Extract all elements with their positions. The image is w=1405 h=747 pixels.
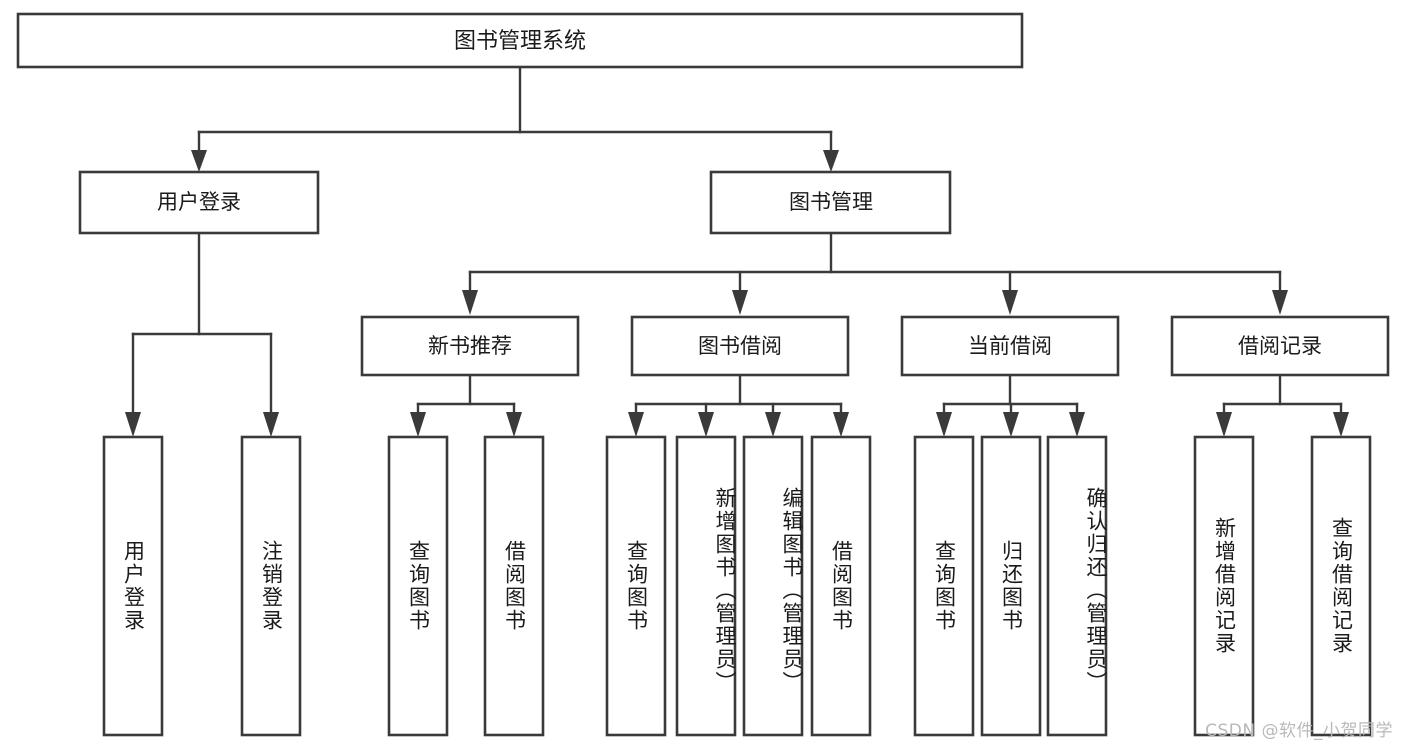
leaf-box-user-logout[interactable] bbox=[240, 435, 302, 737]
leaf-box-newbook-borrow-book[interactable] bbox=[483, 435, 545, 737]
node-current-borrow[interactable]: 当前借阅 bbox=[900, 315, 1120, 377]
connector-currentborrow-to-leaves bbox=[936, 373, 1085, 437]
node-book-management-label: 图书管理 bbox=[789, 190, 873, 214]
connector-root-to-level1 bbox=[191, 65, 839, 172]
node-borrow-record[interactable]: 借阅记录 bbox=[1170, 315, 1390, 377]
node-borrow-record-label: 借阅记录 bbox=[1238, 334, 1322, 358]
node-book-borrow-label: 图书借阅 bbox=[698, 334, 782, 358]
node-current-borrow-label: 当前借阅 bbox=[968, 334, 1052, 358]
node-book-borrow[interactable]: 图书借阅 bbox=[630, 315, 850, 377]
leaf-box-user-login[interactable] bbox=[102, 435, 164, 737]
connector-bookborrow-to-leaves bbox=[628, 373, 849, 437]
node-new-book-recommend-label: 新书推荐 bbox=[428, 334, 512, 358]
leaf-box-record-add-record[interactable] bbox=[1193, 435, 1255, 737]
leaf-box-current-confirm-return[interactable] bbox=[1046, 435, 1108, 737]
connector-newbook-to-leaves bbox=[410, 373, 522, 437]
node-new-book-recommend[interactable]: 新书推荐 bbox=[360, 315, 580, 377]
leaf-box-record-query-record[interactable] bbox=[1310, 435, 1372, 737]
leaf-box-borrow-borrow-book[interactable] bbox=[810, 435, 872, 737]
node-root[interactable]: 图书管理系统 bbox=[16, 12, 1024, 69]
node-user-login[interactable]: 用户登录 bbox=[78, 170, 320, 235]
watermark-label: CSDN @软件_小贺同学 bbox=[1205, 721, 1393, 741]
leaf-box-borrow-query-book[interactable] bbox=[605, 435, 667, 737]
node-root-label: 图书管理系统 bbox=[454, 29, 586, 54]
leaf-box-current-return-book[interactable] bbox=[980, 435, 1042, 737]
node-book-management[interactable]: 图书管理 bbox=[709, 170, 952, 235]
connector-bookmgmt-to-level2 bbox=[462, 231, 1288, 315]
leaf-box-newbook-query-book[interactable] bbox=[387, 435, 449, 737]
leaf-box-borrow-add-book[interactable] bbox=[675, 435, 737, 737]
connector-borrowrecord-to-leaves bbox=[1216, 373, 1349, 437]
node-user-login-label: 用户登录 bbox=[157, 190, 241, 214]
connector-userlogin-to-leaves bbox=[125, 231, 279, 437]
leaf-box-borrow-edit-book[interactable] bbox=[742, 435, 804, 737]
leaf-box-current-query-book[interactable] bbox=[913, 435, 975, 737]
